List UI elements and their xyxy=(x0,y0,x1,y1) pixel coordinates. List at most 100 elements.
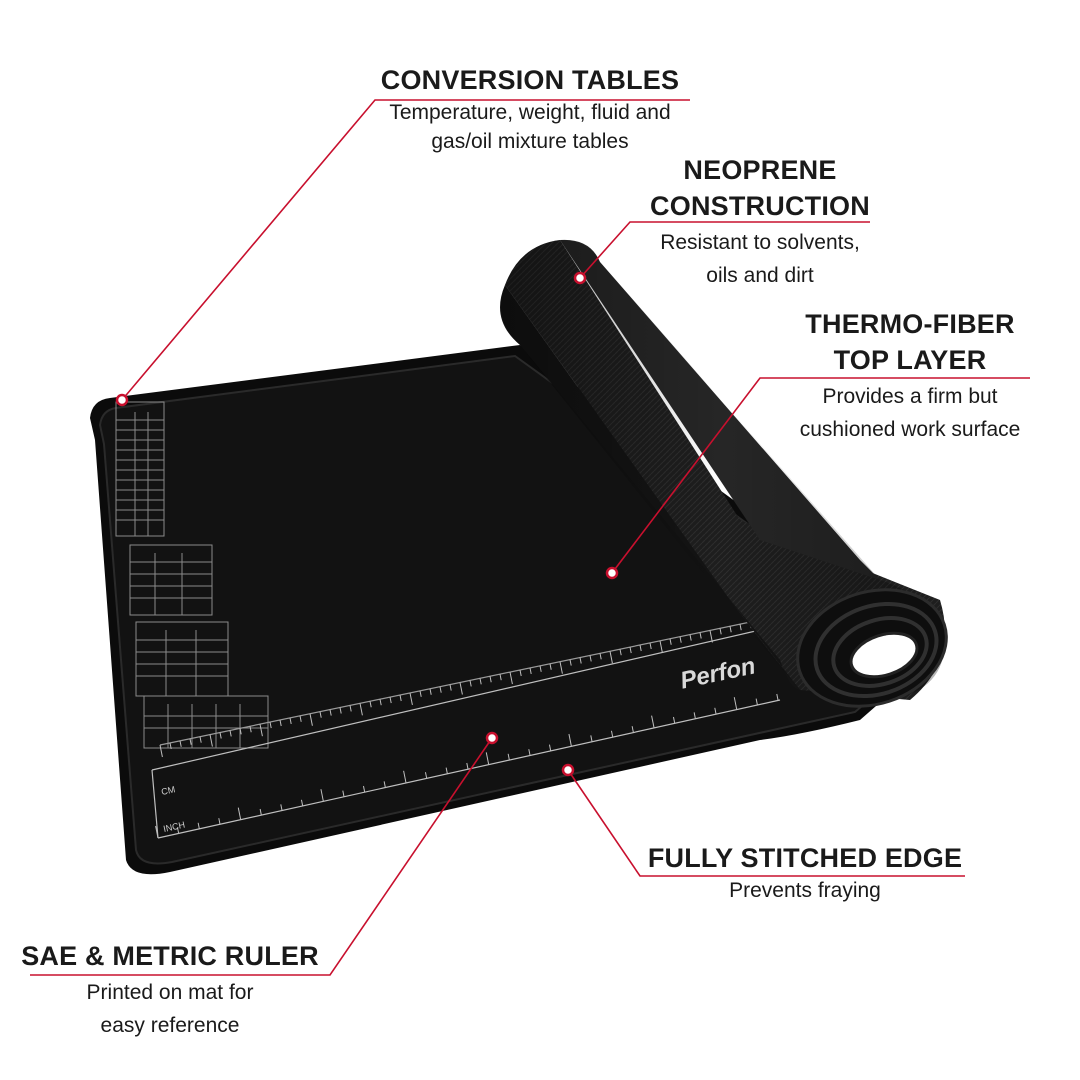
callout-title: TOP LAYER xyxy=(833,345,987,375)
ruler-tick xyxy=(776,693,779,701)
ruler-tick xyxy=(699,632,702,639)
callout-thermo-fiber: THERMO-FIBER TOP LAYER Provides a firm b… xyxy=(780,306,1040,444)
ruler-tick xyxy=(237,807,242,820)
ruler-tick xyxy=(672,716,676,724)
leader-dots xyxy=(115,271,619,777)
ruler-tick xyxy=(289,717,292,725)
callout-neoprene-construction: NEOPRENE CONSTRUCTION Resistant to solve… xyxy=(630,152,890,290)
ruler-tick xyxy=(548,744,552,751)
dot-conversion xyxy=(115,393,129,407)
ruler-tick xyxy=(528,749,531,756)
ruler-tick xyxy=(229,730,232,737)
ruler-tick xyxy=(629,646,632,654)
ruler-tick xyxy=(219,732,222,739)
ruler-tick xyxy=(269,721,272,729)
ruler-tick xyxy=(199,736,202,743)
ruler-tick xyxy=(755,698,758,705)
leader-lines xyxy=(30,99,1030,976)
callout-desc-line: easy reference xyxy=(100,1014,240,1037)
ruler-tick xyxy=(619,649,622,656)
ruler-tick xyxy=(509,671,513,685)
callout-stitched-edge: FULLY STITCHED EDGE Prevents fraying xyxy=(640,840,970,905)
ruler-tick xyxy=(419,690,422,697)
callout-title: FULLY STITCHED EDGE xyxy=(647,843,963,873)
ruler-tick xyxy=(218,818,221,825)
leader-neoprene xyxy=(579,221,870,279)
ruler-tick xyxy=(610,730,614,737)
ruler-tick xyxy=(479,678,482,685)
callout-desc-line: Temperature, weight, fluid and xyxy=(389,101,671,124)
ruler-tick xyxy=(259,808,262,816)
ruler-tick xyxy=(155,825,159,839)
callout-desc-line: Printed on mat for xyxy=(86,981,254,1004)
ruler-tick xyxy=(209,734,213,747)
ruler-tick xyxy=(714,707,717,714)
ruler-tick xyxy=(369,701,372,708)
ruler-tick xyxy=(299,715,302,722)
ruler-tick xyxy=(485,752,490,765)
ruler-tick xyxy=(189,738,192,745)
ruler-tick xyxy=(589,655,592,662)
ruler-tick xyxy=(239,728,242,735)
callout-sae-metric-ruler: SAE & METRIC RULER Printed on mat for ea… xyxy=(20,938,320,1040)
ruler-tick xyxy=(169,742,172,750)
ruler-tick xyxy=(729,626,732,633)
ruler-tick xyxy=(469,680,472,687)
ruler-tick xyxy=(249,726,252,733)
ruler-tick xyxy=(539,665,542,672)
ruler-tick xyxy=(319,711,322,718)
callout-title: NEOPRENE xyxy=(683,155,837,185)
ruler-tick xyxy=(179,740,182,747)
callout-desc-line: oils and dirt xyxy=(706,264,814,287)
ruler-tick xyxy=(651,715,655,728)
ruler-tick xyxy=(159,744,163,758)
callout-desc-line: Prevents fraying xyxy=(729,879,881,902)
ruler-tick xyxy=(489,676,492,683)
ruler-tick xyxy=(449,684,452,691)
ruler-tick xyxy=(519,669,522,677)
ruler-cm-label: CM xyxy=(160,784,176,797)
ruler-tick xyxy=(659,640,663,653)
ruler-tick xyxy=(719,628,722,635)
ruler-tick xyxy=(609,651,613,664)
ruler-tick xyxy=(279,719,282,727)
ruler-tick xyxy=(280,804,283,811)
ruler-tick xyxy=(320,789,324,802)
leader-thermo xyxy=(611,377,1030,574)
ruler-tick xyxy=(459,682,463,695)
ruler-tick xyxy=(579,657,582,664)
ruler-tick xyxy=(669,638,672,645)
callout-desc-line: cushioned work surface xyxy=(799,418,1021,441)
dot-stitched xyxy=(561,763,575,777)
ruler-tick xyxy=(733,697,738,710)
ruler-tick xyxy=(379,699,382,706)
ruler-tick xyxy=(549,663,552,670)
ruler-tick xyxy=(399,694,402,702)
ruler-tick xyxy=(409,692,413,706)
callout-title: CONSTRUCTION xyxy=(650,191,870,221)
ruler-tick xyxy=(507,753,510,760)
ruler-tick xyxy=(429,688,432,695)
callout-conversion-tables: CONVERSION TABLES Temperature, weight, f… xyxy=(370,62,690,156)
ruler-tick xyxy=(424,772,428,779)
callout-desc-line: Resistant to solvents, xyxy=(660,231,860,254)
mat-flat xyxy=(90,345,940,875)
ruler-tick xyxy=(639,644,642,652)
ruler-tick xyxy=(349,705,352,712)
callout-title: CONVERSION TABLES xyxy=(380,65,680,95)
ruler-tick xyxy=(403,770,407,783)
callout-desc-line: Provides a firm but xyxy=(822,385,998,408)
leader-stitched xyxy=(567,769,965,877)
ruler-tick xyxy=(359,703,363,716)
ruler-tick xyxy=(649,642,652,650)
ruler-tick xyxy=(466,762,469,770)
ruler-tick xyxy=(300,799,304,806)
ruler-tick xyxy=(389,696,392,704)
dot-neoprene xyxy=(573,271,587,285)
ruler-tick xyxy=(383,781,386,788)
ruler-tick xyxy=(689,634,692,641)
conversion-tables-print xyxy=(115,401,269,749)
ruler-inch-label: INCH xyxy=(162,820,186,834)
ruler-tick xyxy=(709,630,713,643)
